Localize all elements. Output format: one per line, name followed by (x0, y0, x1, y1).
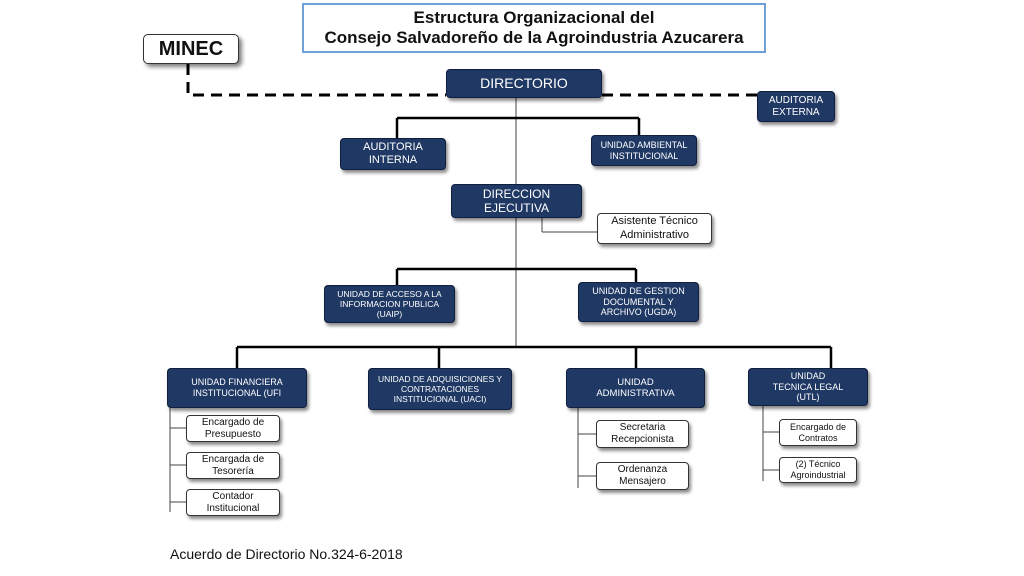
minec-box: MINEC (143, 34, 239, 64)
chart-title: Estructura Organizacional del Consejo Sa… (302, 3, 766, 53)
minec-dashed-link (186, 64, 446, 97)
title-line-2: Consejo Salvadoreño de la Agroindustria … (324, 28, 744, 47)
title-line-1: Estructura Organizacional del (413, 7, 655, 27)
footer-agreement: Acuerdo de Directorio No.324-6-2018 (170, 546, 403, 562)
external-audit-dashed-link (602, 93, 762, 107)
node-directorio: DIRECTORIO (446, 69, 602, 98)
